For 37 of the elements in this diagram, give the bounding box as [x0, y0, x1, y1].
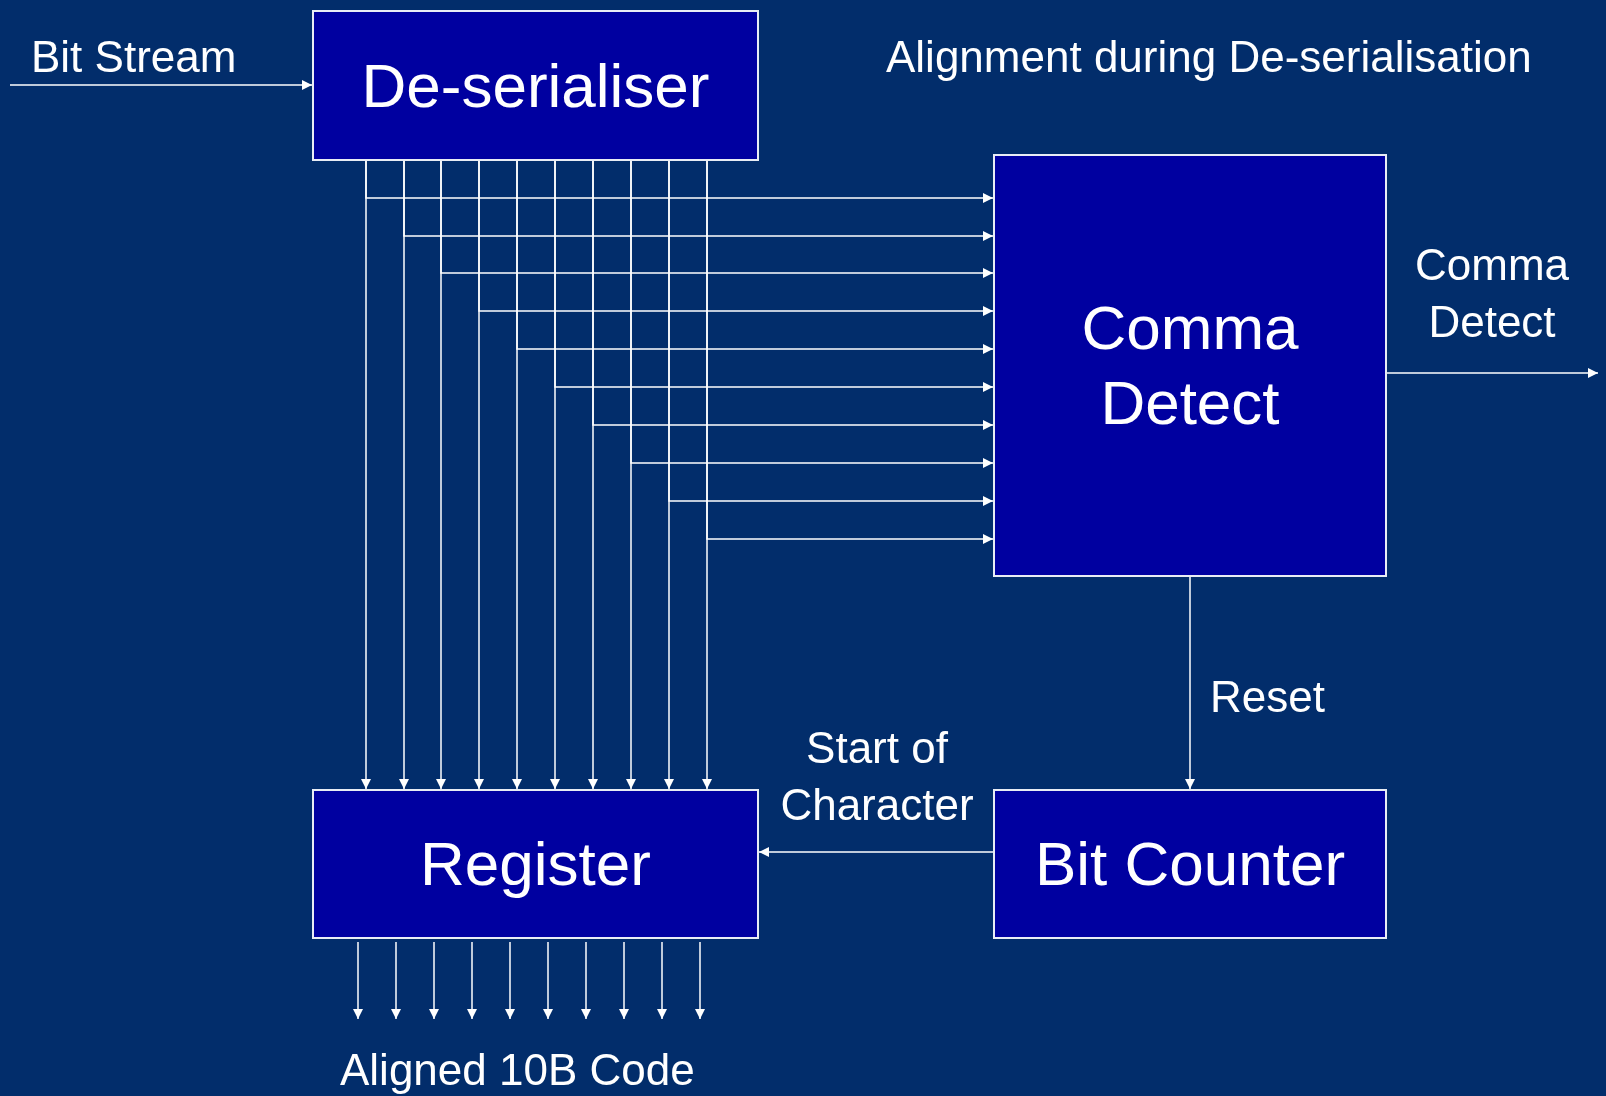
arrow — [588, 160, 598, 790]
process-box — [993, 154, 1387, 577]
process-box — [312, 10, 759, 161]
box-label: Bit Counter — [1034, 833, 1346, 895]
arrow — [657, 941, 667, 1020]
arrow — [550, 160, 560, 790]
box-label: De-serialiser — [361, 54, 710, 117]
arrow — [436, 160, 446, 790]
edge-label: Reset — [1210, 671, 1326, 723]
arrow — [581, 941, 591, 1020]
arrow — [429, 941, 439, 1020]
edge-label: Comma Detect — [1414, 239, 1570, 349]
arrow — [353, 941, 363, 1020]
arrow — [543, 941, 553, 1020]
arrow — [758, 847, 994, 857]
arrow — [664, 160, 674, 790]
arrow — [619, 941, 629, 1020]
arrow — [512, 160, 522, 790]
edge-label: Start of Character — [779, 722, 975, 832]
arrow — [9, 80, 313, 90]
arrow — [467, 941, 477, 1020]
arrow — [391, 941, 401, 1020]
arrow — [1185, 576, 1195, 790]
process-box — [993, 789, 1387, 939]
arrow — [695, 941, 705, 1020]
output-label: Aligned 10B Code — [340, 1045, 695, 1096]
process-box — [312, 789, 759, 939]
arrow — [361, 160, 371, 790]
arrow — [399, 160, 409, 790]
arrow — [626, 160, 636, 790]
arrow — [1386, 368, 1599, 378]
arrow — [474, 160, 484, 790]
title: Alignment during De-serialisation — [886, 31, 1532, 83]
arrow — [702, 160, 712, 790]
edge-label: Bit Stream — [31, 31, 238, 83]
box-label: Comma Detect — [1080, 292, 1300, 439]
arrow — [505, 941, 515, 1020]
